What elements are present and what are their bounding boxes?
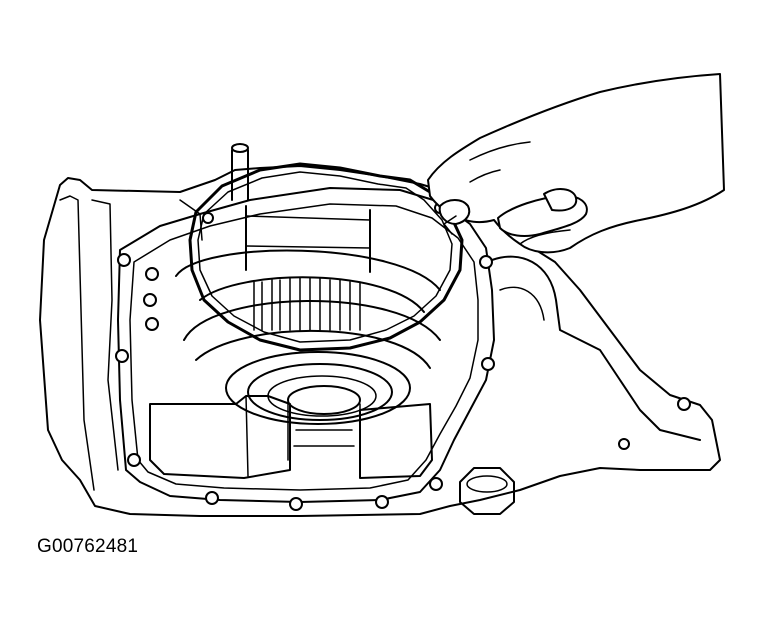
- hand: [427, 73, 725, 254]
- figure-code: G00762481: [37, 536, 139, 557]
- transmission-case: [39, 165, 721, 517]
- stud-bolt: [231, 143, 249, 201]
- front-ledge: [149, 395, 433, 479]
- drain-plug: [459, 467, 515, 515]
- extension-housing: [491, 255, 701, 450]
- gasket: [188, 162, 464, 352]
